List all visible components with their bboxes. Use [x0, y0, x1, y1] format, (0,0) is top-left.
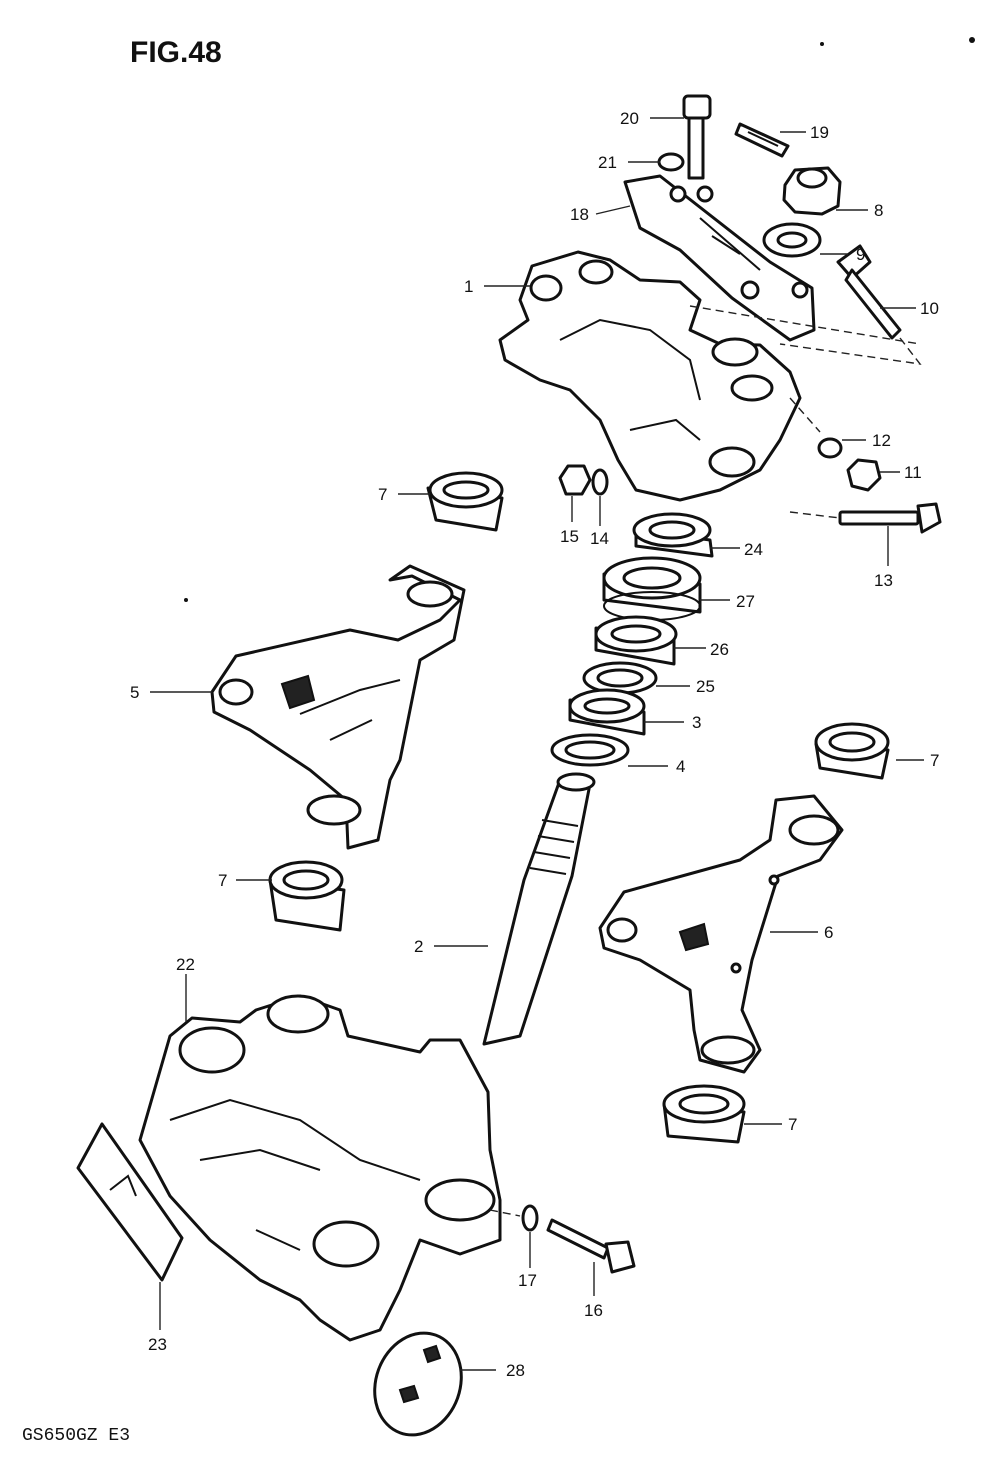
callout-8: 8 [874, 201, 883, 220]
callout-20: 20 [620, 109, 639, 128]
part-12-washer [817, 437, 843, 459]
callout-26: 26 [710, 640, 729, 659]
callout-7-right-upper: 7 [930, 751, 939, 770]
part-14-washer [591, 468, 609, 496]
callout-4: 4 [676, 757, 685, 776]
callout-23: 23 [148, 1335, 167, 1354]
callout-28: 28 [506, 1361, 525, 1380]
part-19-emblem [734, 122, 790, 158]
part-13-bolt [838, 502, 942, 534]
part-7-grommet [662, 1084, 746, 1144]
callout-25: 25 [696, 677, 715, 696]
part-9-washer [762, 222, 822, 258]
part-26-bearing-race [594, 615, 678, 666]
callout-13: 13 [874, 571, 893, 590]
part-2-steering-stem [482, 772, 596, 1046]
callout-10: 10 [920, 299, 939, 318]
callout-14: 14 [590, 529, 609, 548]
callout-21: 21 [598, 153, 617, 172]
callout-2: 2 [414, 937, 423, 956]
part-11-nut [846, 458, 882, 492]
callout-17: 17 [518, 1271, 537, 1290]
part-10-bolt [836, 244, 902, 340]
part-1-upper-bracket [498, 250, 802, 502]
part-5-bracket [210, 564, 466, 850]
part-6-bracket [598, 794, 844, 1074]
part-15-nut [558, 464, 592, 496]
model-code: GS650GZ E3 [22, 1426, 130, 1446]
part-3-bearing-race [568, 688, 646, 736]
callout-24: 24 [744, 540, 763, 559]
part-7-grommet [426, 471, 504, 532]
callout-3: 3 [692, 713, 701, 732]
assembly-guide-line [789, 397, 821, 433]
part-21-washer [657, 152, 685, 172]
callout-5: 5 [130, 683, 139, 702]
assembly-guide-line [789, 511, 841, 519]
part-7-grommet [814, 722, 890, 780]
part-23-emblem-plate [76, 1122, 184, 1282]
assembly-guide-line [489, 1209, 521, 1217]
callout-27: 27 [736, 592, 755, 611]
callout-7-left-mid: 7 [218, 871, 227, 890]
part-7-grommet [268, 860, 346, 932]
part-24-stem-nut [632, 512, 714, 558]
callout-11: 11 [904, 463, 922, 482]
callout-22: 22 [176, 955, 195, 974]
part-18-handlebar-clamp [623, 174, 816, 342]
part-25-bearing [582, 661, 658, 695]
speck [820, 42, 824, 46]
callout-9: 9 [856, 245, 865, 264]
callout-15: 15 [560, 527, 579, 546]
callout-6: 6 [824, 923, 833, 942]
part-17-washer [521, 1204, 539, 1232]
assembly-guide-line [779, 337, 922, 365]
callout-7-upper-left: 7 [378, 485, 387, 504]
speck [969, 37, 975, 43]
callout-leaders [150, 117, 924, 1371]
part-22-lower-bracket [138, 994, 502, 1342]
part-27-dust-seal [602, 556, 702, 621]
callout-12: 12 [872, 431, 891, 450]
figure-title: FIG.48 [130, 36, 222, 69]
callout-18: 18 [570, 205, 589, 224]
callout-16: 16 [584, 1301, 603, 1320]
callout-19: 19 [810, 123, 829, 142]
callout-1: 1 [464, 277, 473, 296]
callout-labels: 20 19 21 18 8 9 1 10 12 11 7 15 14 24 13… [130, 109, 939, 1380]
callout-7-lower-right: 7 [788, 1115, 797, 1134]
part-4-washer [550, 733, 630, 767]
speck [184, 598, 188, 602]
part-16-bolt [546, 1218, 636, 1274]
part-28-cap [373, 1331, 463, 1437]
part-8-cap-nut [782, 166, 842, 216]
part-20-bolt [682, 94, 712, 180]
